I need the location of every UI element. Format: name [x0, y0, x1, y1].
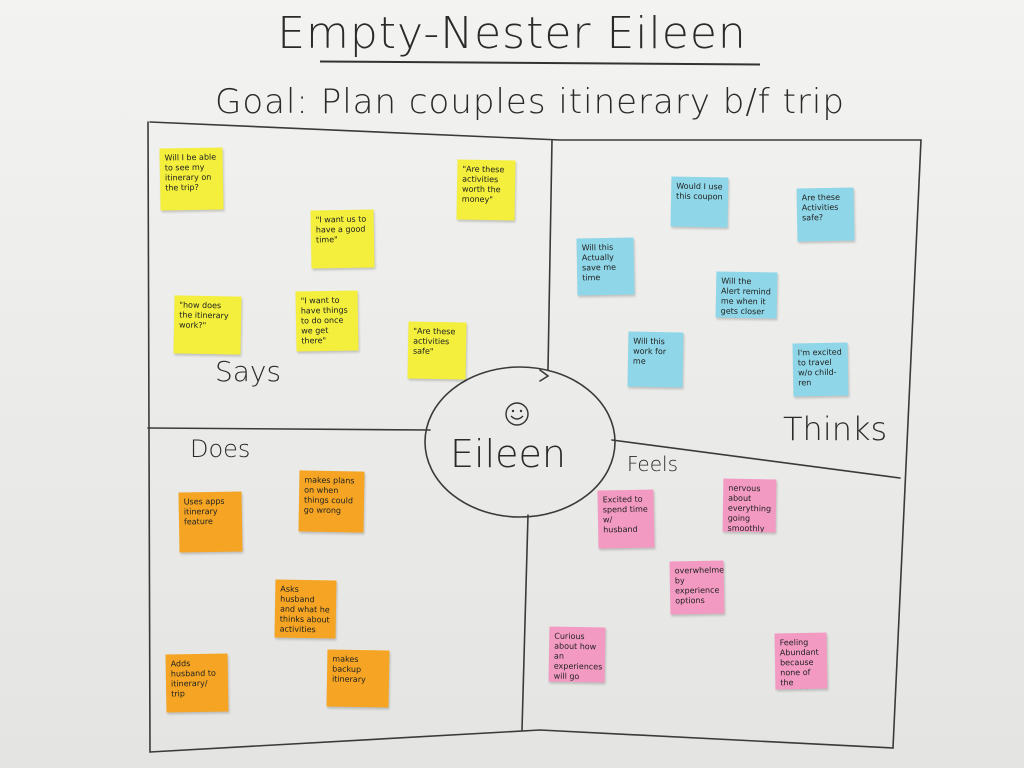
frame-right — [892, 139, 922, 749]
sticky-note-says: "how does the itinerary work?" — [173, 295, 242, 355]
persona-name: Eileen — [450, 432, 566, 476]
sticky-note-thinks: Would I use this coupon — [670, 176, 729, 228]
sticky-note-thinks: Will this Actually save me time — [576, 237, 635, 296]
sticky-note-thinks: Will this work for me — [627, 331, 684, 388]
sticky-note-feels: Feeling Abundant because none of the Act… — [774, 632, 828, 690]
divider-vertical-bottom — [521, 514, 529, 731]
center-circle — [424, 366, 616, 518]
divider-horizontal-right — [611, 439, 901, 479]
sticky-note-feels: Curious about how an experiences will go — [548, 626, 606, 683]
sticky-note-does: makes plans on when things could go wron… — [298, 470, 365, 533]
sticky-note-thinks: I'm excited to travel w/o child-ren — [792, 342, 849, 397]
sticky-note-thinks: Are these Activities safe? — [796, 187, 855, 242]
sticky-note-says: "I want us to have a good time" — [310, 209, 375, 269]
sticky-note-does: Adds husband to itinerary/ trip — [165, 653, 229, 713]
goal-text: Goal: Plan couples itinerary b/f trip — [215, 82, 845, 122]
sticky-note-feels: Excited to spend time w/ husband — [597, 489, 655, 549]
divider-vertical-top — [547, 139, 553, 371]
sticky-note-thinks: Will the Alert remind me when it gets cl… — [715, 271, 778, 319]
sticky-note-feels: nervous about everything going smoothly — [722, 478, 777, 533]
page-title: Empty-Nester Eileen — [277, 8, 747, 59]
sticky-note-says: "Are these activities worth the money" — [456, 159, 516, 221]
sticky-note-feels: overwhelmed by experience options — [669, 560, 725, 615]
quadrant-label-thinks: Thinks — [783, 410, 888, 448]
quadrant-label-feels: Feels — [627, 452, 678, 476]
frame-left — [147, 121, 151, 753]
sticky-note-says: "I want to have things to do once we get… — [295, 290, 359, 352]
sticky-note-does: Asks husband and what he thinks about ac… — [274, 579, 337, 639]
sticky-note-says: "Are these activities safe" — [407, 321, 467, 380]
sticky-note-does: Uses apps itinerary feature — [178, 491, 243, 553]
sticky-note-says: Will I be able to see my itinerary on th… — [159, 147, 224, 211]
quadrant-label-does: Does — [190, 435, 251, 463]
quadrant-label-says: Says — [215, 355, 282, 388]
smiley-face-icon — [505, 402, 529, 426]
sticky-note-does: makes backup itinerary — [326, 649, 390, 708]
divider-horizontal-left — [147, 427, 431, 431]
frame-bottom — [149, 729, 894, 753]
frame-top — [149, 121, 922, 141]
